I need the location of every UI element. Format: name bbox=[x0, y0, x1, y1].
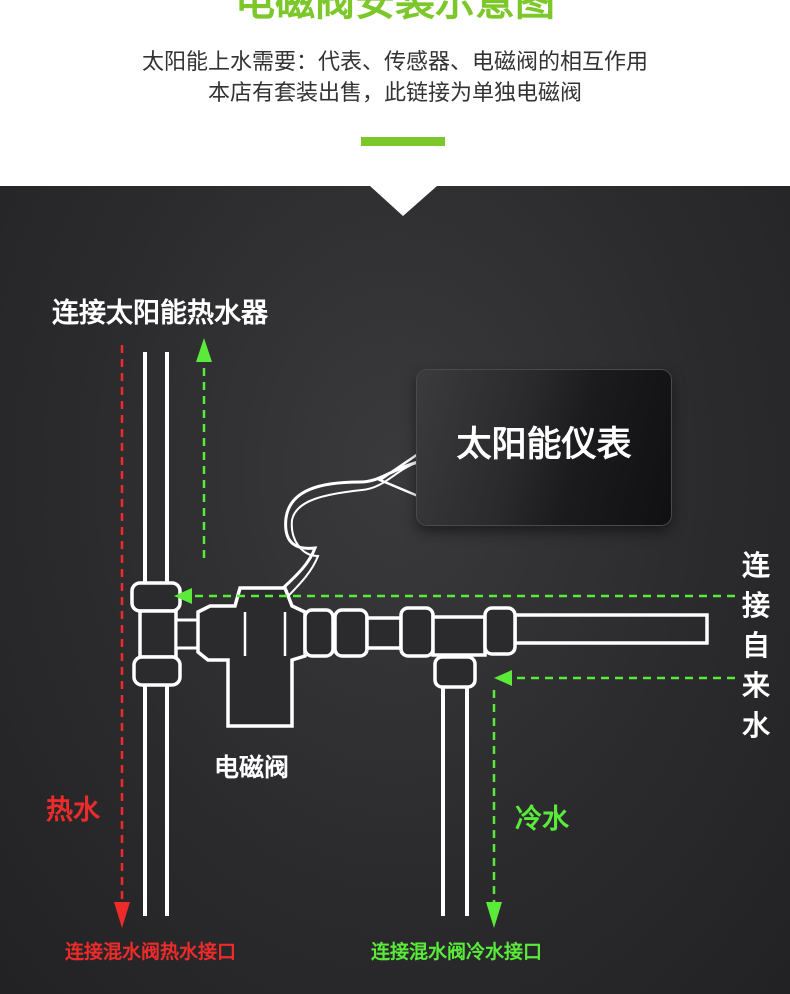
solar-meter-label: 太阳能仪表 bbox=[456, 425, 632, 465]
label-cold-water: 冷水 bbox=[515, 804, 569, 835]
header-section: 电磁阀安装示意图 太阳能上水需要：代表、传感器、电磁阀的相互作用 本店有套装出售… bbox=[0, 0, 790, 186]
supply-flow-arrowhead-left bbox=[174, 588, 192, 604]
meter-cable-fork bbox=[377, 452, 419, 498]
label-solenoid-valve: 电磁阀 bbox=[214, 753, 290, 782]
label-connect-solar-heater: 连接太阳能热水器 bbox=[52, 298, 268, 329]
left-side-stub bbox=[174, 618, 200, 650]
left-lower-nut bbox=[132, 655, 182, 687]
left-upper-nut bbox=[130, 581, 182, 613]
right-lower-nut bbox=[433, 655, 477, 689]
right-tee-body bbox=[431, 615, 487, 657]
label-connect-tap-water: 连接自来水 bbox=[741, 549, 770, 742]
subtitle-line-1: 太阳能上水需要：代表、传感器、电磁阀的相互作用 bbox=[141, 50, 648, 75]
heater-flow-arrowhead bbox=[196, 338, 212, 362]
label-hot-water: 热水 bbox=[46, 795, 100, 826]
right-side-nut bbox=[483, 606, 517, 656]
chain-fitting-2 bbox=[333, 608, 369, 658]
solar-meter-box: 太阳能仪表 bbox=[417, 370, 671, 525]
hot-flow-arrowhead bbox=[114, 902, 130, 928]
label-cold-port: 连接混水阀冷水接口 bbox=[371, 941, 543, 963]
chain-pipe-segment bbox=[365, 616, 403, 650]
subtitle-line-2: 本店有套装出售，此链接为单独电磁阀 bbox=[207, 81, 582, 106]
panel-notch bbox=[370, 186, 437, 216]
chain-fitting-1 bbox=[303, 608, 335, 658]
tap-water-pipe bbox=[513, 613, 709, 645]
solenoid-valve-body bbox=[196, 586, 307, 728]
left-tee-body bbox=[138, 609, 178, 659]
chain-fitting-3 bbox=[399, 606, 435, 658]
cold-flow-arrowhead-down bbox=[486, 902, 502, 928]
page-title: 电磁阀安装示意图 bbox=[235, 0, 555, 25]
label-hot-port: 连接混水阀热水接口 bbox=[65, 941, 237, 963]
accent-bar bbox=[361, 137, 445, 146]
cold-flow-arrowhead-left bbox=[494, 670, 512, 686]
